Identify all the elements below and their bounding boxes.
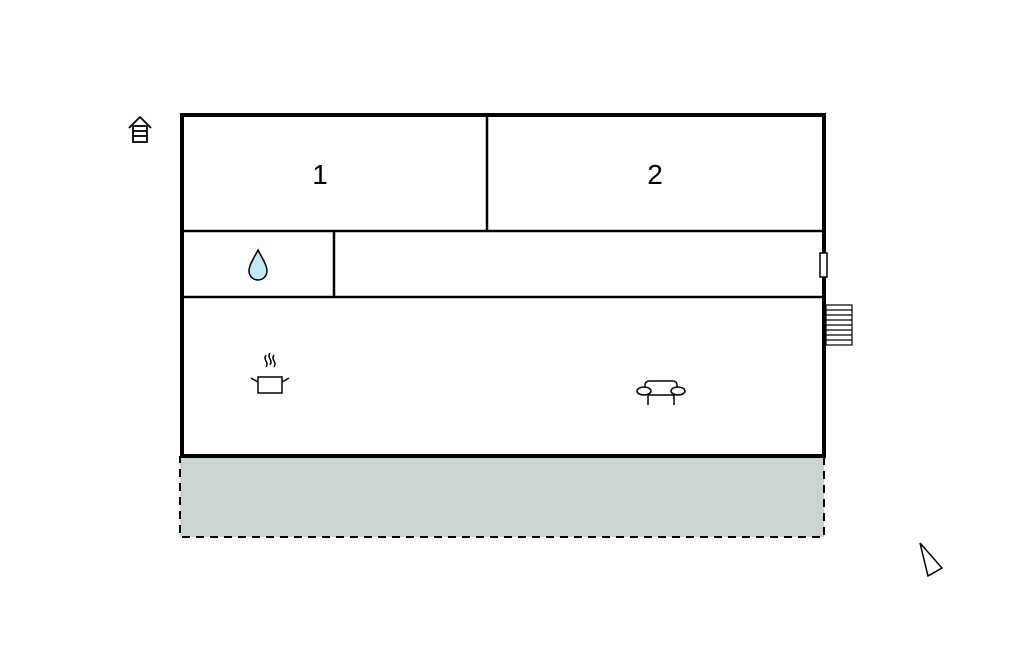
sofa-icon (636, 380, 686, 405)
water-drop-icon (248, 248, 268, 281)
interior-walls (182, 115, 824, 299)
stairs-icon (825, 304, 853, 346)
room-1-label: 1 (312, 159, 328, 190)
room-2-label: 2 (647, 159, 663, 190)
north-arrow-icon (919, 542, 944, 578)
terrace (179, 456, 825, 538)
door-icon (819, 252, 828, 278)
cooking-pot-icon (250, 352, 290, 394)
outer-walls (180, 113, 826, 458)
house-icon (128, 115, 152, 143)
